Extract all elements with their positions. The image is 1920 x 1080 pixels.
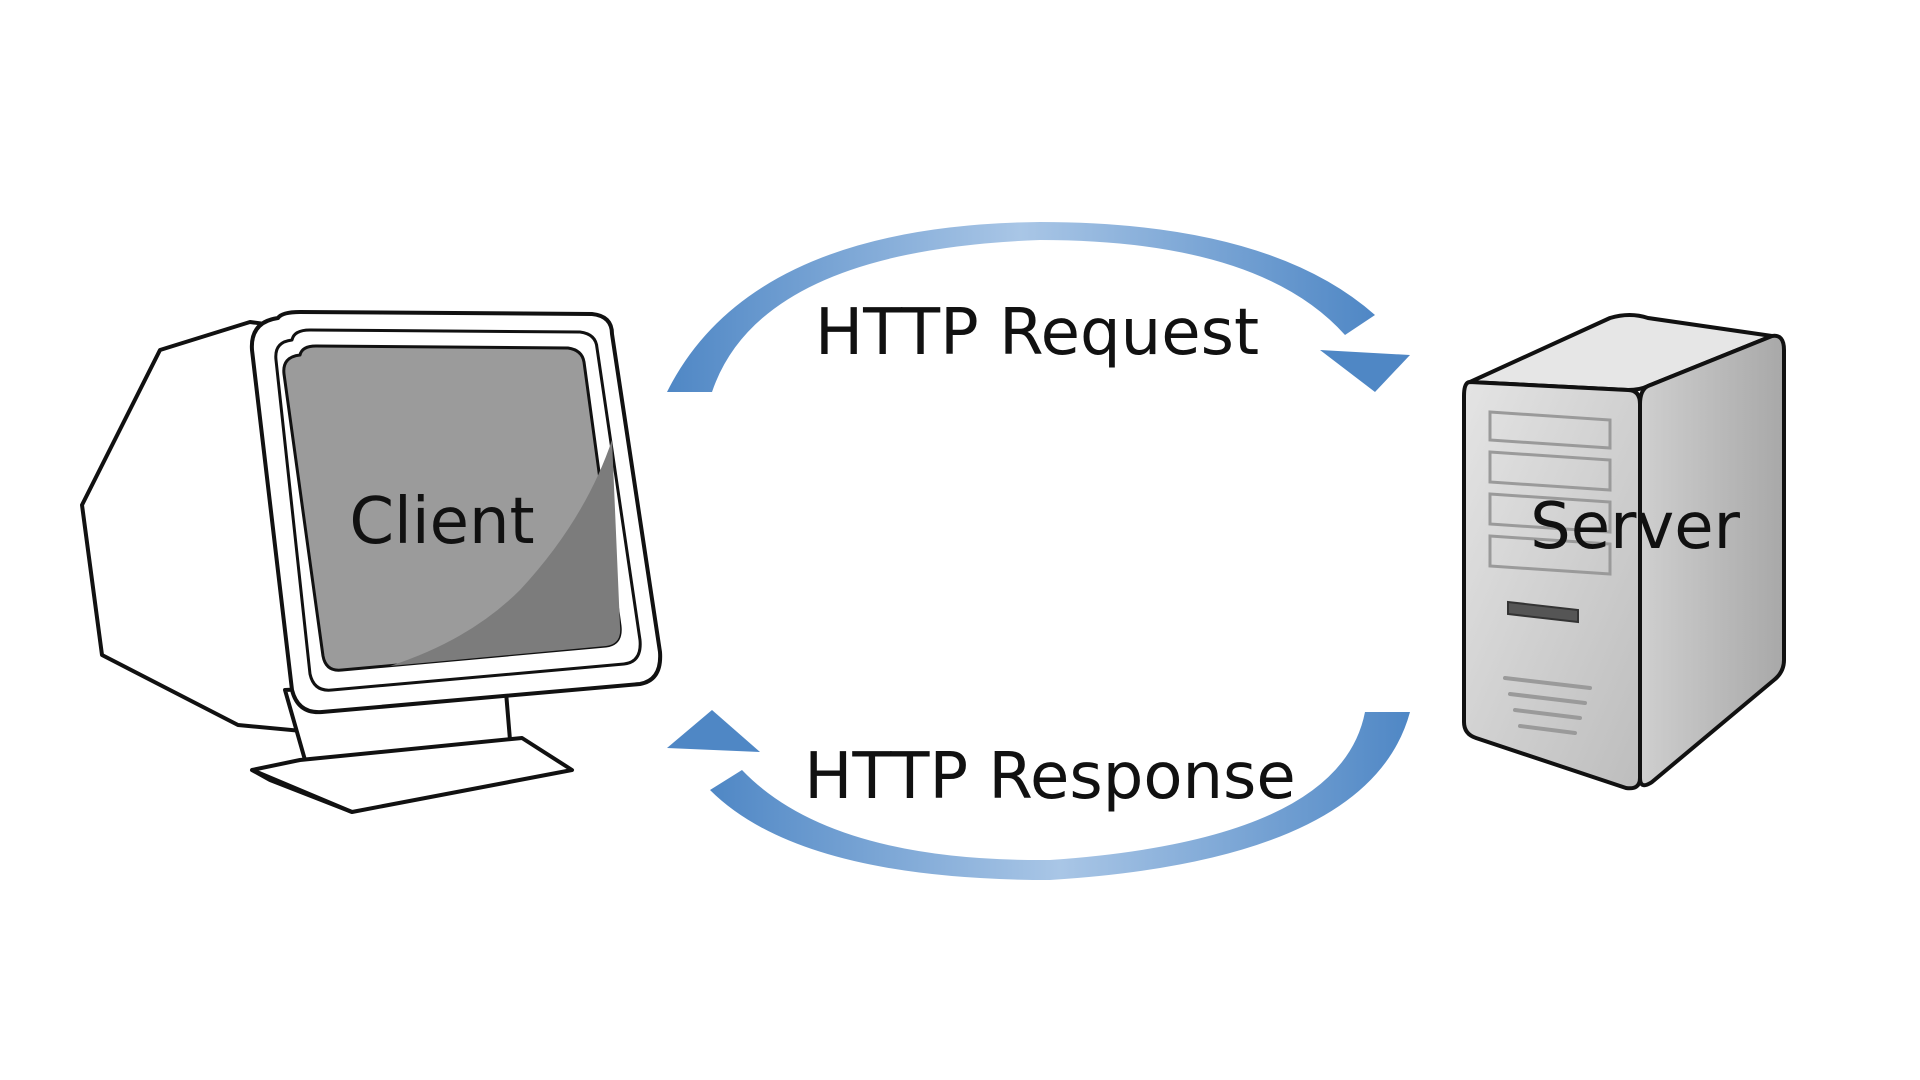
response-label: HTTP Response [804, 740, 1296, 814]
server-side [1638, 333, 1786, 788]
response-arc [710, 712, 1410, 880]
request-arc [667, 222, 1375, 392]
request-arrowhead [1320, 350, 1410, 392]
server-label: Server [1530, 490, 1741, 564]
response-arrowhead [667, 710, 760, 752]
server-slot [1507, 600, 1579, 624]
server-vents [1503, 676, 1592, 735]
monitor-bezel-inner [274, 328, 642, 692]
request-arrow [667, 222, 1410, 392]
client-monitor-icon [80, 310, 663, 814]
server-drive-bays [1488, 410, 1612, 576]
request-label: HTTP Request [815, 296, 1259, 370]
response-arrow [667, 710, 1410, 880]
monitor-screen-shade [390, 440, 621, 666]
client-label: Client [349, 485, 534, 559]
